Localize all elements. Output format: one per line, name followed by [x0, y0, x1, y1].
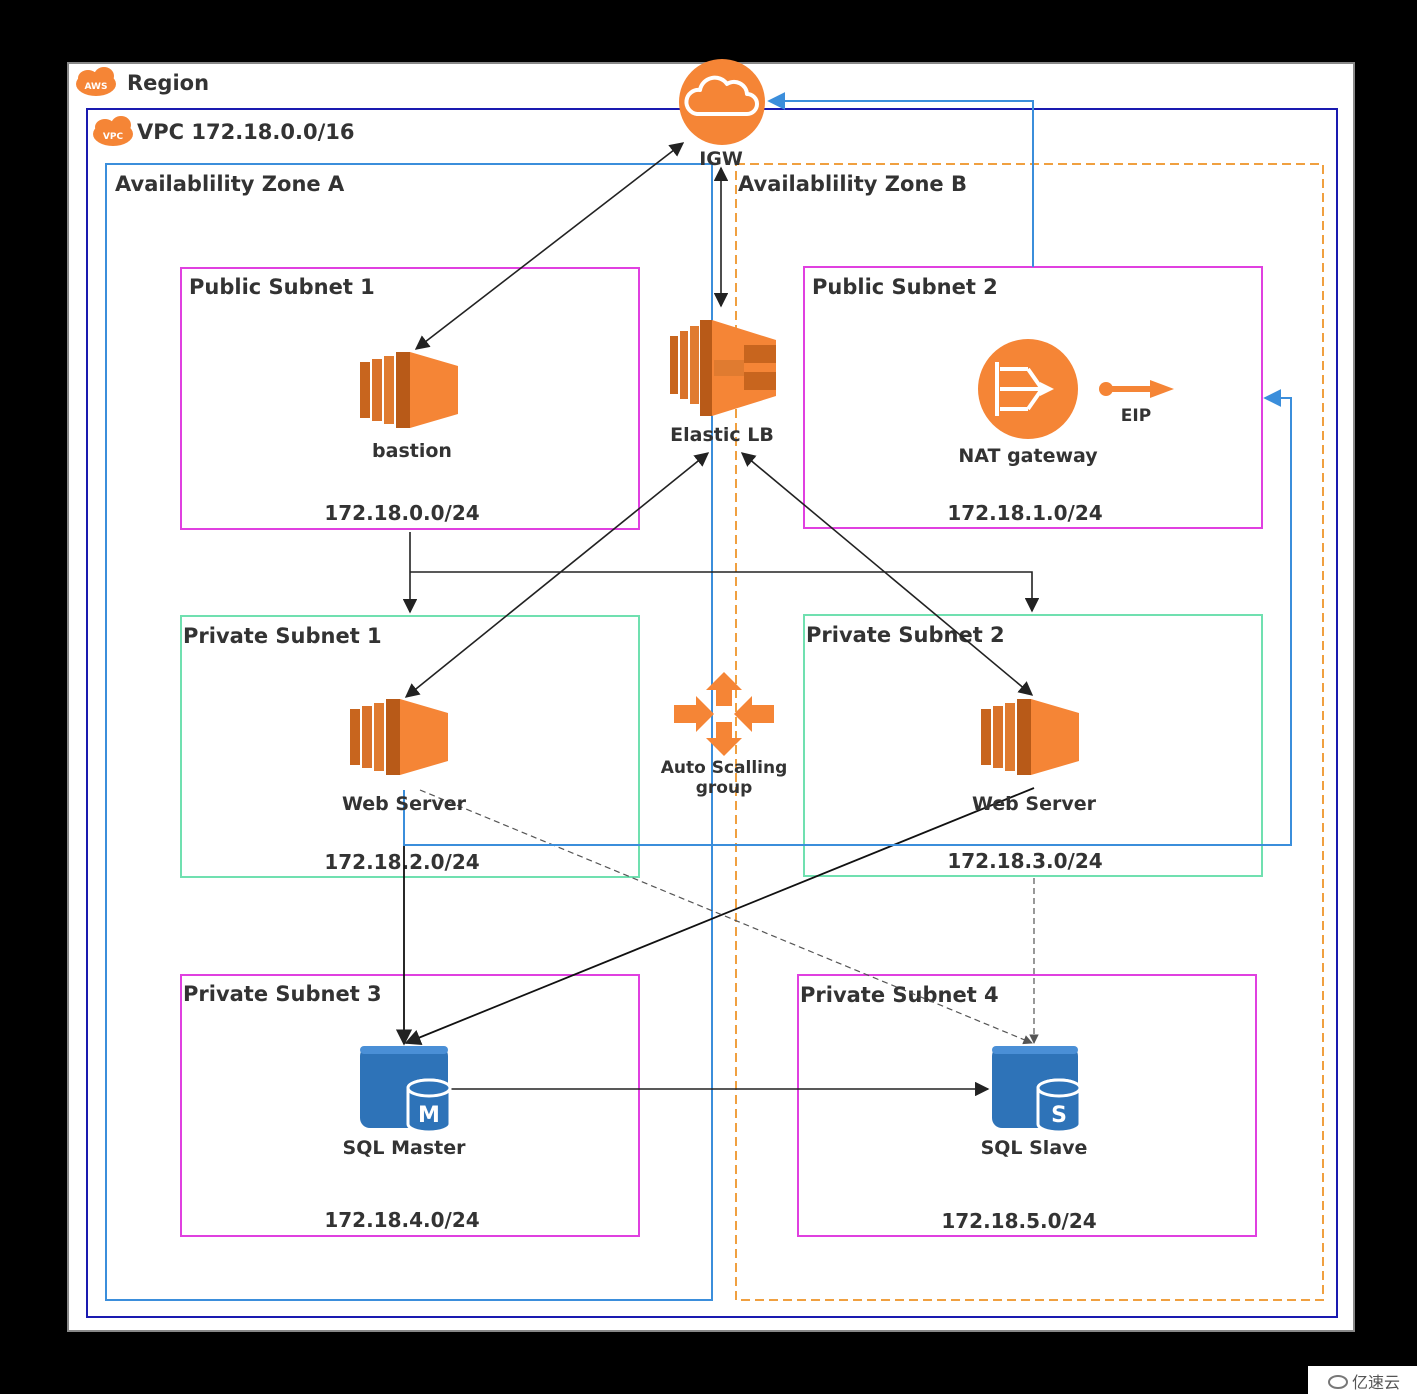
private-subnet-4-box: [797, 974, 1257, 1237]
watermark-logo-icon: [1328, 1375, 1348, 1389]
nat-to-igw-route: [767, 92, 1034, 267]
vpc-badge-text: VPC: [103, 132, 124, 142]
web1-slave-dashed-arrow: [419, 789, 1033, 1045]
watermark-text: 亿速云: [1352, 1373, 1400, 1392]
igw-label: IGW: [699, 148, 743, 170]
connectors: [395, 92, 1292, 1097]
private-subnet-2-cidr: 172.18.3.0/24: [947, 849, 1102, 873]
web-server-1-icon: [350, 699, 448, 775]
bastion-label: bastion: [372, 440, 452, 462]
private-subnet-3-box: [180, 974, 640, 1237]
private-subnet-1-title: Private Subnet 1: [183, 624, 382, 648]
igw-icon: [679, 59, 765, 145]
auto-scaling-group-icon: [674, 672, 774, 756]
sql-master-db-icon: M: [360, 1046, 452, 1134]
watermark-bg: [1308, 1366, 1417, 1394]
private-subnet-3-title: Private Subnet 3: [183, 982, 382, 1006]
aws-badge-icon: AWS: [76, 67, 116, 96]
private-subnet-1-cidr: 172.18.2.0/24: [324, 850, 479, 874]
elb-web2-arrow: [740, 452, 1034, 696]
zone-a-label: Availablility Zone A: [115, 172, 345, 196]
elb-web1-arrow: [404, 452, 710, 698]
zone-b-box: [735, 163, 1324, 1301]
nat-gateway-label: NAT gateway: [958, 445, 1098, 467]
public-subnet-2-cidr: 172.18.1.0/24: [947, 501, 1102, 525]
zone-a-box: [105, 163, 713, 1301]
nat-gateway-icon: [978, 339, 1078, 439]
web2-master-arrow: [404, 787, 1035, 1046]
bastion-branch-line: [410, 571, 1040, 613]
private-subnet-2-title: Private Subnet 2: [806, 623, 1005, 647]
eip-label: EIP: [1121, 406, 1151, 426]
elastic-lb-icon: [670, 320, 776, 416]
elastic-lb-label: Elastic LB: [670, 424, 774, 446]
eip-icon: [1099, 380, 1174, 398]
private-subnet-4-cidr: 172.18.5.0/24: [941, 1209, 1096, 1233]
sql-master-letter: M: [418, 1103, 440, 1128]
region-label: Region: [127, 71, 209, 95]
private-subnet-4-title: Private Subnet 4: [800, 983, 999, 1007]
web-server-2-icon: [981, 699, 1079, 775]
private-subnet-3-cidr: 172.18.4.0/24: [324, 1208, 479, 1232]
igw-bastion-arrow: [414, 142, 685, 350]
vpc-badge-icon: VPC: [93, 116, 133, 146]
public-subnet-1-cidr: 172.18.0.0/24: [324, 501, 479, 525]
sql-slave-db-icon: S: [992, 1046, 1082, 1134]
web-server-2-label: Web Server: [972, 793, 1097, 815]
auto-scaling-label-line2: group: [696, 778, 753, 798]
auto-scaling-label-line1: Auto Scalling: [661, 758, 788, 778]
zone-b-label: Availablility Zone B: [738, 172, 967, 196]
bastion-ec2-icon: [360, 352, 458, 428]
sql-slave-letter: S: [1051, 1103, 1067, 1128]
private-to-nat-route: [403, 389, 1292, 846]
sql-master-label: SQL Master: [343, 1137, 467, 1159]
sql-slave-label: SQL Slave: [981, 1137, 1088, 1159]
public-subnet-1-title: Public Subnet 1: [189, 275, 375, 299]
aws-badge-text: AWS: [85, 82, 108, 92]
web-server-1-label: Web Server: [342, 793, 467, 815]
public-subnet-2-title: Public Subnet 2: [812, 275, 998, 299]
vpc-label: VPC 172.18.0.0/16: [137, 120, 354, 144]
